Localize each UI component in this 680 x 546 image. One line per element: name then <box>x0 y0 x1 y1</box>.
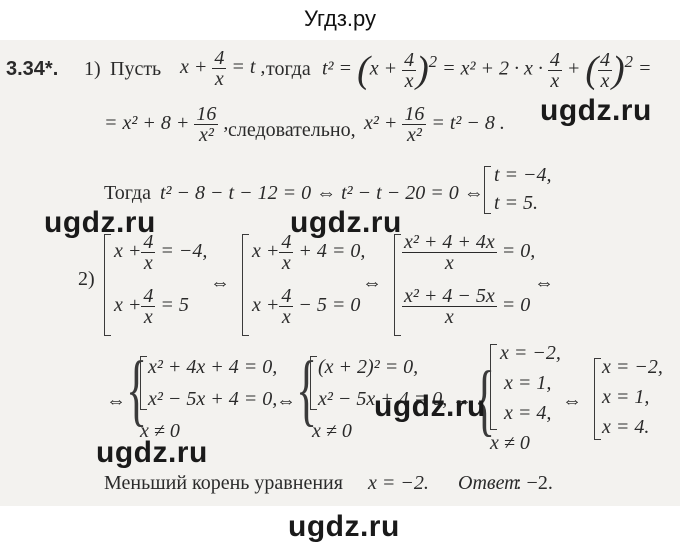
line3-b-3: x ≠ 0 <box>312 420 352 442</box>
equivalence-sign: ⇔ <box>362 272 382 294</box>
line3-a-2: x² − 5x + 4 = 0, <box>148 388 278 410</box>
watermark: ugdz.ru <box>290 206 402 239</box>
line3-d-2: x = 1, <box>602 386 650 408</box>
system-a-rhs2: = 5 <box>160 294 189 317</box>
line3-d-1: x = −2, <box>602 356 663 378</box>
site-title: Угдз.ру <box>303 6 377 31</box>
line3-c-4: x ≠ 0 <box>490 432 530 454</box>
system-brace: { <box>296 346 318 434</box>
watermark: ugdz.ru <box>540 94 652 127</box>
equivalence-sign: ⇔ <box>562 390 582 412</box>
system-a-rhs1: = −4, <box>160 240 208 263</box>
answer-value: : −2. <box>516 472 553 494</box>
set-bracket <box>394 234 401 336</box>
system-brace: { <box>126 346 148 434</box>
system-c-rhs2: = 0 <box>501 294 531 317</box>
watermark: ugdz.ru <box>44 206 156 239</box>
set-bracket <box>310 356 317 410</box>
conclusion-text: Меньший корень уравнения <box>104 472 343 494</box>
system-brace: { <box>474 356 496 444</box>
equivalence-sign: ⇔ <box>534 272 554 294</box>
equivalence-sign: ⇔ <box>106 390 126 412</box>
step2-label: 2) <box>78 268 95 290</box>
so-word: Тогда <box>104 182 151 204</box>
equivalence-sign: ⇔ <box>210 272 230 294</box>
line3-c-3: x = 4, <box>504 402 552 424</box>
step1-label: 1) <box>84 58 101 80</box>
watermark: ugdz.ru <box>96 436 208 469</box>
equivalence-sign: ⇔ <box>452 390 472 412</box>
header-bar: Угдз.ру <box>0 0 680 40</box>
set-bracket <box>104 234 111 336</box>
line3-a-3: x ≠ 0 <box>140 420 180 442</box>
line3-c-2: x = 1, <box>504 372 552 394</box>
set-bracket <box>242 234 249 336</box>
answer-label: Ответ <box>458 472 519 494</box>
line3-b-1: (x + 2)² = 0, <box>318 356 419 378</box>
watermark: ugdz.ru <box>374 390 486 423</box>
line3-a-1: x² + 4x + 4 = 0, <box>148 356 278 378</box>
system-b-rhs1: + 4 = 0, <box>298 240 366 263</box>
system-c-rhs1: = 0, <box>501 240 536 263</box>
then-word: тогда <box>266 58 311 80</box>
quadratic-in-t: t² − 8 − t − 12 = 0 ⇔ t² − t − 20 = 0 ⇔ <box>160 182 484 204</box>
set-bracket <box>594 358 601 440</box>
root-t2: t = 5. <box>494 192 539 214</box>
conclusion-value: x = −2. <box>368 472 429 494</box>
system-b-rhs2: − 5 = 0 <box>298 294 361 317</box>
problem-number: 3.34*. <box>6 58 59 80</box>
set-bracket <box>490 344 497 430</box>
root-t1: t = −4, <box>494 164 552 186</box>
consequently-word: следовательно, <box>228 119 356 141</box>
line3-d-3: x = 4. <box>602 416 650 438</box>
footer-bar: ugdz.ru <box>0 506 680 546</box>
step1-intro: Пусть <box>110 58 162 80</box>
line3-b-2: x² − 5x + 4 = 0, <box>318 388 448 410</box>
set-bracket <box>140 356 147 410</box>
watermark: ugdz.ru <box>288 510 400 543</box>
equivalence-sign: ⇔ <box>276 390 296 412</box>
set-bracket <box>484 166 491 214</box>
line3-c-1: x = −2, <box>500 342 561 364</box>
